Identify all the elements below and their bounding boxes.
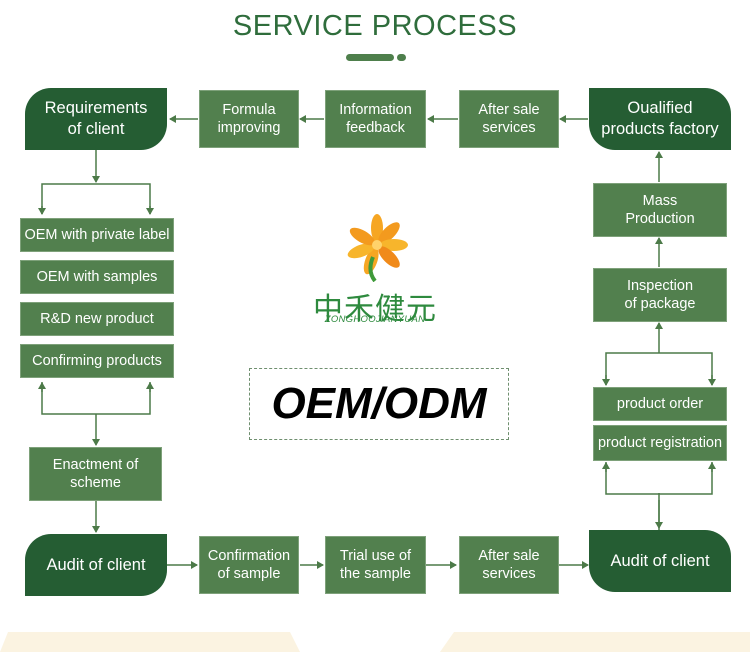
node-mass-production: Mass Production <box>593 183 727 237</box>
bottom-decoration-right <box>440 632 750 652</box>
node-enactment-of-scheme: Enactment of scheme <box>29 447 162 501</box>
title-underline-short <box>397 54 406 61</box>
node-confirmation-of-sample: Confirmation of sample <box>199 536 299 594</box>
logo-chinese-text: 中禾健元 <box>313 292 437 327</box>
node-qualified-products-factory: Oualified products factory <box>589 88 731 150</box>
node-after-sale-services-top: After sale services <box>459 90 559 148</box>
node-information-feedback: Information feedback <box>325 90 426 148</box>
node-oem-private-label: OEM with private label <box>20 218 174 252</box>
node-product-order: product order <box>593 387 727 421</box>
branch-top-left <box>41 183 151 214</box>
node-formula-improving: Formula improving <box>199 90 299 148</box>
logo-english-text: ZONGHOOJIANYUAN <box>324 314 426 325</box>
node-confirming-products: Confirming products <box>20 344 174 378</box>
branch-top-right <box>605 352 713 385</box>
node-trial-use-of-sample: Trial use of the sample <box>325 536 426 594</box>
node-requirements-of-client: Requirements of client <box>25 88 167 150</box>
title-underline-long <box>346 54 394 61</box>
node-oem-with-samples: OEM with samples <box>20 260 174 294</box>
node-audit-of-client-right: Audit of client <box>589 530 731 592</box>
bottom-decoration-left <box>0 632 300 652</box>
node-inspection-of-package: Inspection of package <box>593 268 727 322</box>
node-product-registration: product registration <box>593 425 727 461</box>
node-audit-of-client-left: Audit of client <box>25 534 167 596</box>
branch-bottom-right <box>605 462 713 495</box>
flower-logo-icon <box>347 214 408 282</box>
branch-bottom-left <box>41 382 151 415</box>
oem-odm-label: OEM/ODM <box>249 368 509 440</box>
node-rd-new-product: R&D new product <box>20 302 174 336</box>
page-title: SERVICE PROCESS <box>232 10 518 42</box>
node-after-sale-services-bottom: After sale services <box>459 536 559 594</box>
